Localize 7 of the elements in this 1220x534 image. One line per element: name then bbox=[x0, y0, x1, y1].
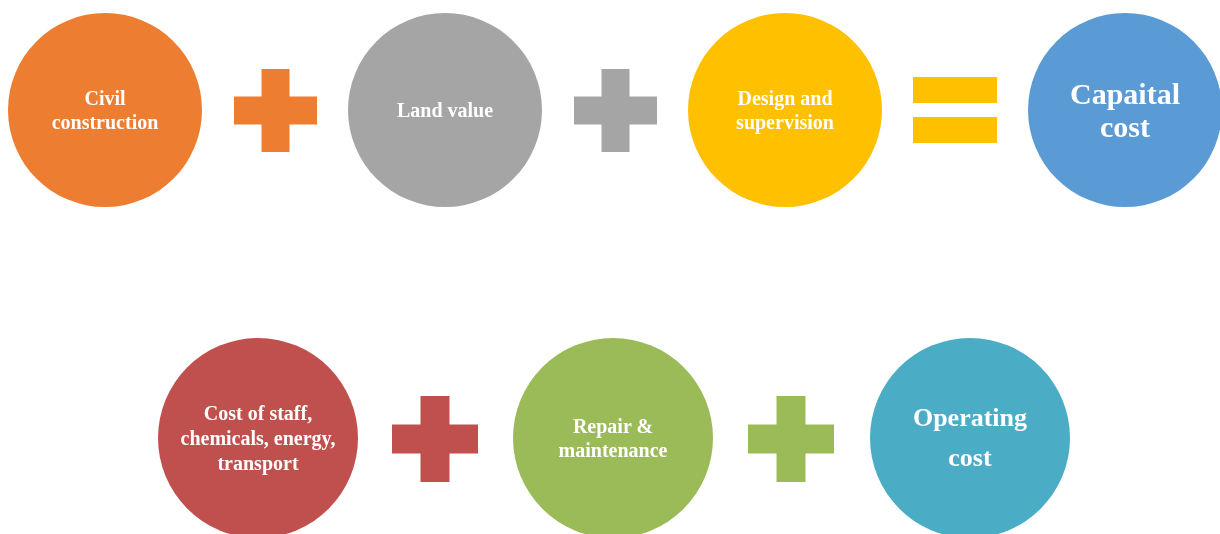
node-label: Cost of staff, chemicals, energy, transport bbox=[180, 400, 336, 476]
node-label: Land value bbox=[396, 98, 494, 122]
node-label: Capaital cost bbox=[1069, 77, 1181, 143]
node-label: Repair & maintenance bbox=[557, 414, 669, 462]
node-label: Civil construction bbox=[50, 86, 160, 134]
node-label: Operating cost bbox=[911, 401, 1029, 474]
node-label: Design and supervision bbox=[735, 86, 835, 134]
